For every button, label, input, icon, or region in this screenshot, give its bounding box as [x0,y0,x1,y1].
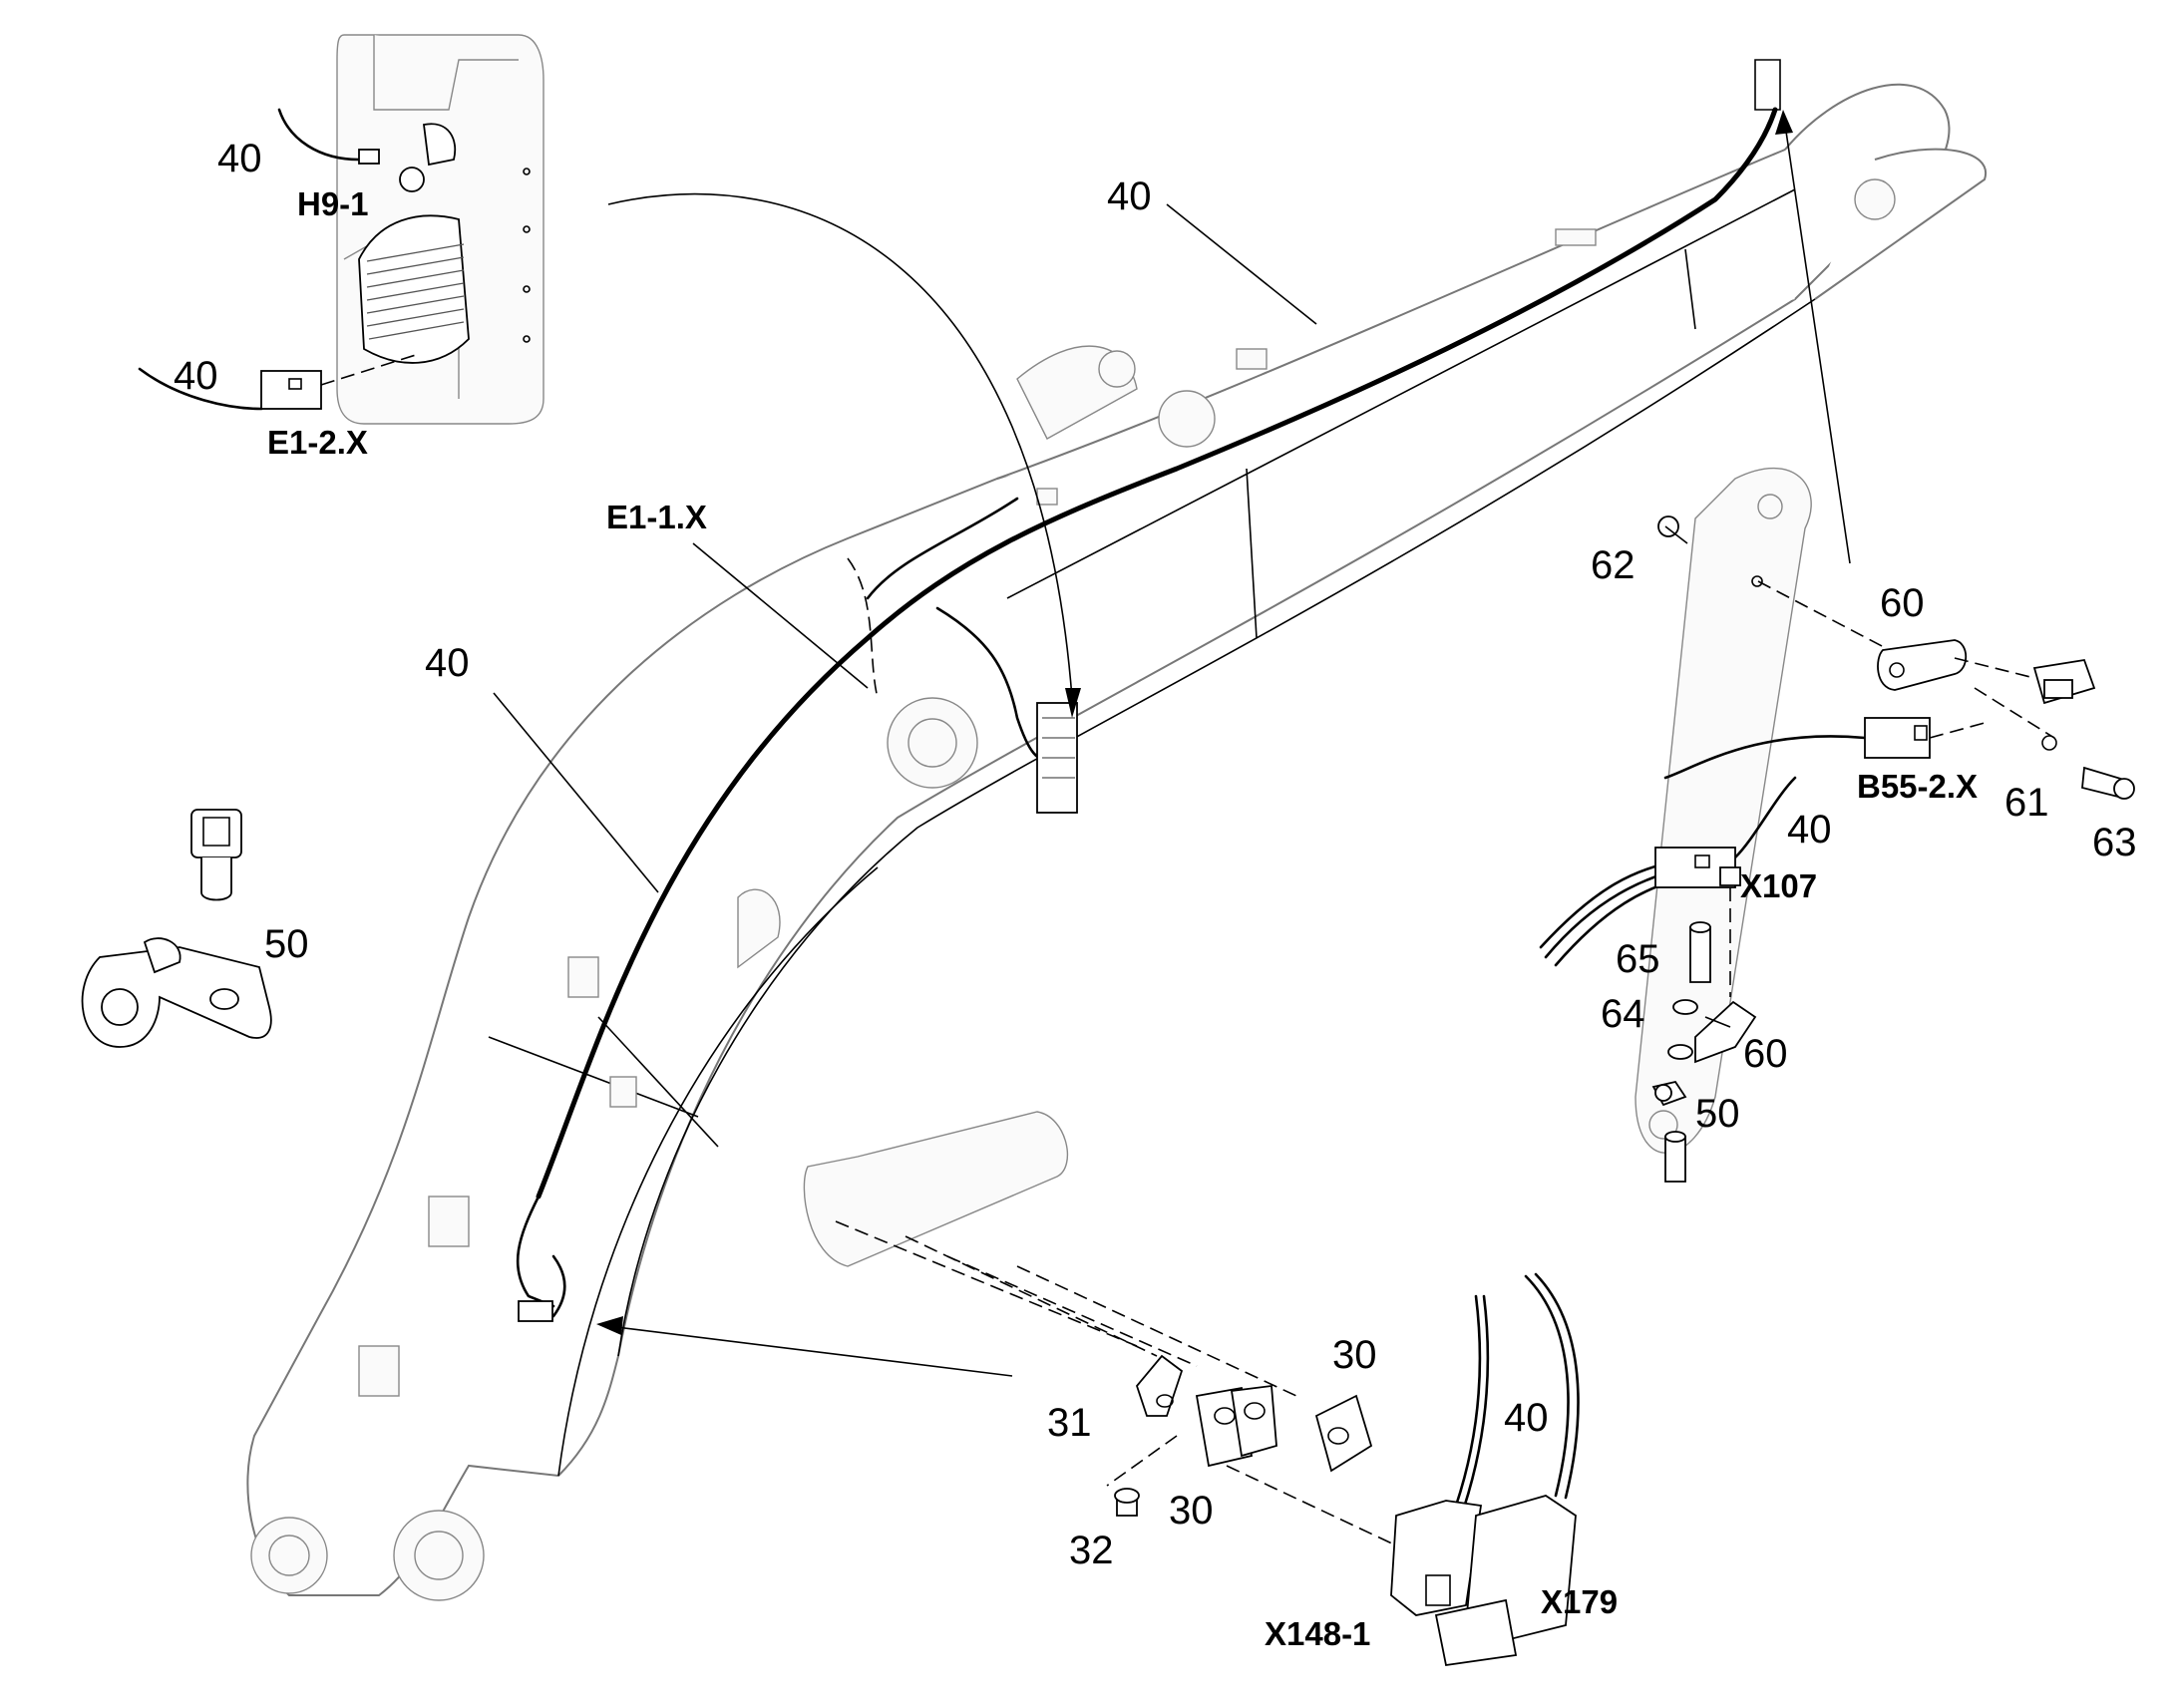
callout-40-connector-wire: 40 [1504,1396,1549,1440]
label-x179: X179 [1541,1583,1618,1620]
callout-50-right: 50 [1695,1092,1740,1136]
callout-40-sensor-wire: 40 [1787,808,1832,852]
callout-61: 61 [2004,781,2049,825]
callout-31: 31 [1047,1401,1092,1445]
label-x107: X107 [1740,867,1817,904]
callout-63: 63 [2092,821,2137,864]
label-e1-2x: E1-2.X [267,424,368,461]
callout-30-top: 30 [1332,1333,1377,1377]
callout-50-clamp: 50 [264,922,309,966]
callout-60-top: 60 [1880,581,1925,625]
work-light-detail [138,34,545,425]
label-e1-1x: E1-1.X [606,499,707,535]
sensor-bracket-detail [1539,467,2135,1183]
boom-wiring-harness [516,59,1781,1322]
callout-40-boom-top: 40 [1107,174,1152,218]
callout-65: 65 [1616,937,1660,981]
callout-40-boom-mid: 40 [425,641,470,685]
callout-40-light-wire: 40 [217,137,262,180]
callout-40-lamp-wire: 40 [174,354,218,398]
leader-connector-to-boom [607,1325,1013,1377]
callout-62: 62 [1591,543,1635,587]
label-h9-1: H9-1 [297,185,369,222]
callout-32: 32 [1069,1529,1114,1572]
leader-bracket-to-boom [1784,124,1851,564]
callout-64: 64 [1601,992,1645,1036]
boom-body [246,83,1988,1601]
callout-60-bottom: 60 [1743,1032,1788,1076]
leader-light-to-boom [607,192,1073,699]
label-b55-2x: B55-2.X [1857,768,1978,805]
callout-leaders [493,203,1731,1028]
label-x148-1: X148-1 [1265,1615,1370,1652]
clamp-part [81,809,272,1048]
connector-bracket-detail [803,1111,1580,1667]
callout-30-bottom: 30 [1169,1489,1214,1533]
